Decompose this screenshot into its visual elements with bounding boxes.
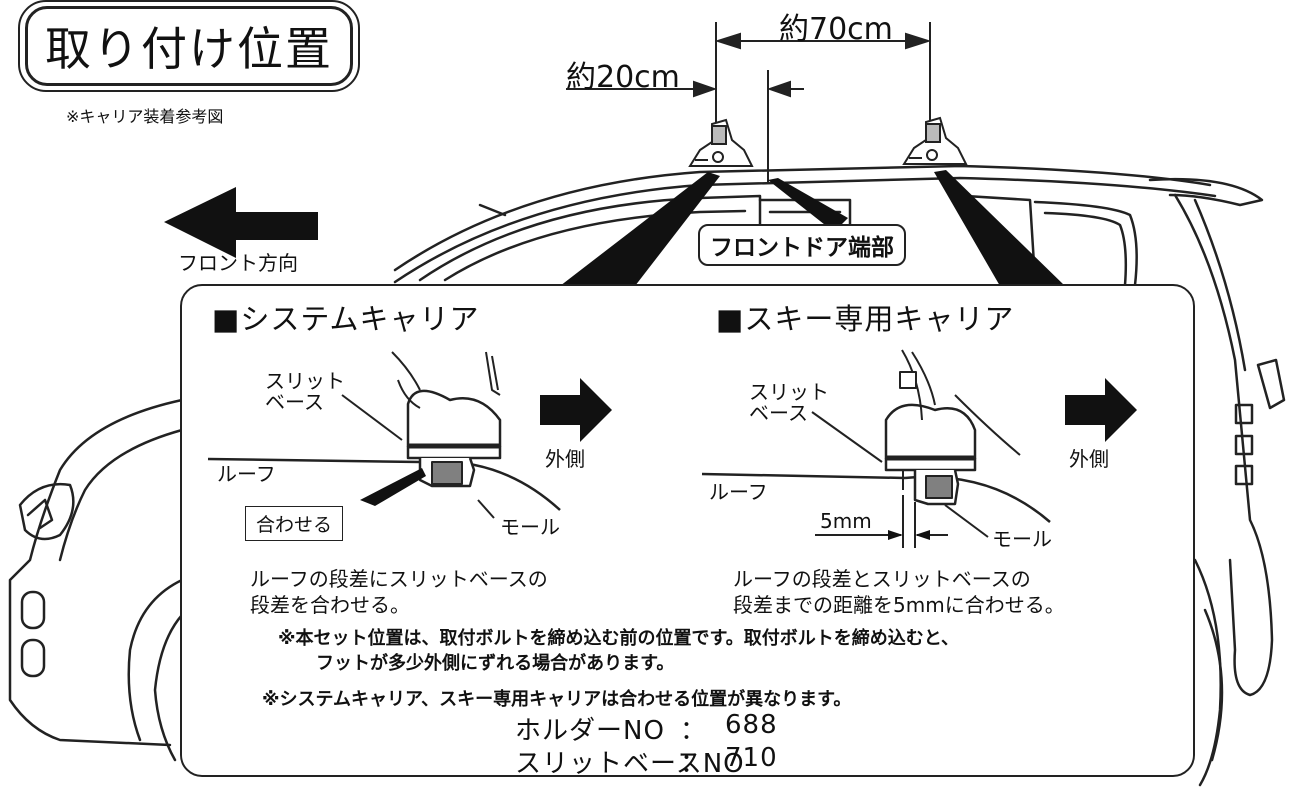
system-slit-base-label-1: スリット [265, 369, 345, 393]
ski-desc-line1: ルーフの段差とスリットベースの [733, 567, 1031, 591]
headlight [18, 482, 75, 541]
front-direction-arrow-icon [164, 187, 318, 258]
door-edge-dimension: 約20cm [566, 60, 680, 95]
front-door-edge-label: フロントドア端部 [710, 235, 894, 261]
outside-arrow-icon [540, 378, 612, 442]
system-roof-label: ルーフ [217, 462, 276, 486]
holder-no-label: ホルダーNO [515, 716, 665, 746]
align-label-box: 合わせる [245, 506, 344, 541]
rear-wheel-arch [1193, 558, 1222, 787]
align-label: 合わせる [256, 514, 333, 536]
title-badge-outer [18, 0, 360, 92]
front-direction-label: フロント方向 [178, 251, 298, 275]
note-1-line2: フットが多少外側にずれる場合があります。 [316, 653, 675, 674]
system-carrier-diagram [207, 351, 561, 519]
car-rear-body [1173, 193, 1274, 697]
slit-base-no-value: 710 [725, 743, 778, 773]
note-2: ※システムキャリア、スキー専用キャリアは合わせる位置が異なります。 [262, 689, 852, 710]
title-badge: 取り付け位置 [25, 6, 353, 86]
ski-carrier-heading: ■スキー専用キャリア [716, 302, 1015, 336]
car-roof-line [393, 164, 1212, 272]
dimension-lines [566, 22, 932, 182]
holder-no-value: 688 [725, 710, 778, 740]
note-1-line1: ※本セット位置は、取付ボルトを締め込む前の位置です。取付ボルトを締め込むと、 [278, 628, 959, 649]
system-molding-label: モール [500, 515, 560, 539]
pointer-wedges [560, 170, 1065, 286]
system-slit-base-label-2: ベース [265, 390, 324, 414]
info-panel [180, 284, 1195, 777]
between-feet-dimension: 約70cm [779, 12, 893, 47]
ski-roof-label: ルーフ [709, 480, 768, 504]
slit-base-no-label: スリットベースNO [515, 749, 745, 779]
rear-spoiler [1148, 177, 1264, 207]
ski-slit-base-label-2: ベース [749, 401, 808, 425]
ski-molding-label: モール [992, 527, 1052, 551]
reference-note: ※キャリア装着参考図 [66, 107, 224, 126]
ski-slit-base-label-1: スリット [749, 380, 829, 404]
outside-arrow-icon-2 [1065, 378, 1137, 442]
system-desc-line1: ルーフの段差にスリットベースの [250, 567, 548, 591]
roof-foot-rear [902, 116, 968, 165]
system-desc-line2: 段差を合わせる。 [250, 593, 410, 617]
front-door-edge-callout: フロントドア端部 [698, 224, 906, 266]
holder-no-colon: ： [680, 716, 708, 746]
roof-foot-front [688, 118, 754, 167]
system-carrier-heading: ■システムキャリア [212, 302, 480, 336]
front-wheel-arch [127, 578, 184, 742]
ski-carrier-diagram [701, 349, 1051, 548]
ski-gap-label: 5mm [820, 509, 872, 533]
page-title: 取り付け位置 [45, 22, 333, 76]
ski-desc-line2: 段差までの距離を5mmに合わせる。 [733, 593, 1065, 617]
car-front-body [8, 398, 184, 747]
system-outside-label: 外側 [545, 447, 585, 471]
ski-outside-label: 外側 [1069, 447, 1109, 471]
slit-base-no-colon: ： [680, 749, 708, 779]
